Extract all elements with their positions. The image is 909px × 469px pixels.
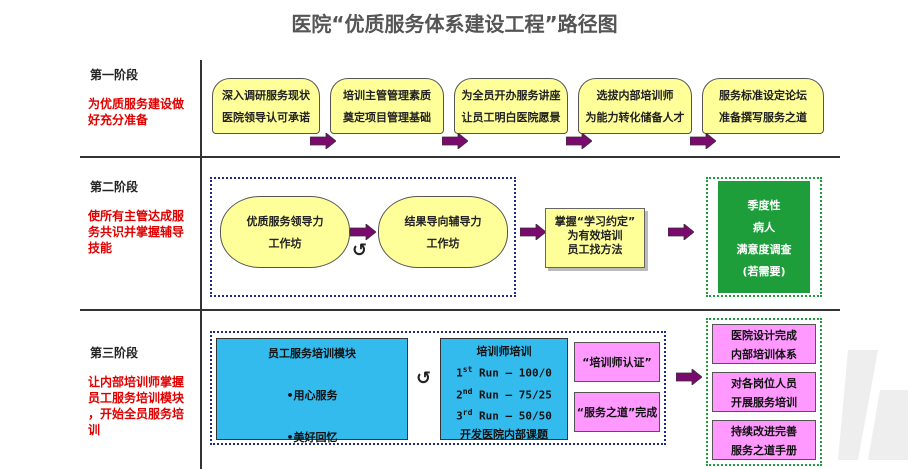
phase3-manual-complete: “服务之道”完成	[574, 392, 660, 432]
arrow-right-icon	[442, 133, 468, 149]
result-line: 对各岗位人员	[731, 377, 797, 390]
phase3-result-3: 持续改进完善 服务之道手册	[712, 420, 816, 460]
arrow-right-icon	[668, 224, 694, 240]
step-line: 深入调研服务现状	[222, 89, 310, 102]
result-line: 开展服务培训	[731, 396, 797, 409]
page-title: 医院“优质服务体系建设工程”路径图	[291, 12, 618, 36]
phase2-survey-frame	[706, 177, 822, 297]
phase2-workshop-coaching: 结果导向辅导力 工作坊	[378, 196, 508, 268]
column-divider	[200, 60, 202, 469]
result-line: 服务之道手册	[731, 444, 797, 457]
run-ordinal-suffix: nd	[462, 386, 473, 396]
phase3-desc-line: 让内部培训师掌握	[88, 375, 185, 389]
step-line: 培训主管管理素质	[343, 89, 431, 102]
survey-line: 病人	[753, 221, 775, 234]
step-line: 奠定项目管理基础	[343, 111, 431, 124]
step-line: 服务标准设定论坛	[719, 89, 807, 102]
phase1-step-2: 培训主管管理素质 奠定项目管理基础	[330, 78, 444, 134]
run-ordinal-suffix: rd	[462, 408, 473, 418]
run-ordinal: 1	[456, 366, 463, 380]
phase3-results-frame	[706, 318, 822, 466]
phase2-learning-note: 掌握“学习约定” 为有效培训 员工找方法	[545, 208, 645, 268]
phase3-desc-line: 员工服务培训模块	[88, 391, 185, 405]
result-line: 医院设计完成	[731, 329, 797, 342]
row-divider-1	[80, 156, 840, 158]
result-line: 内部培训体系	[731, 348, 797, 361]
step-line: 医院领导认可承诺	[222, 111, 310, 124]
result-line: 持续改进完善	[731, 425, 797, 438]
cycle-icon: ↺	[416, 368, 432, 389]
phase1-step-5: 服务标准设定论坛 准备撰写服务之道	[702, 78, 824, 134]
phase1-desc-line: 好充分准备	[88, 113, 149, 127]
phase2-workshop-leadership: 优质服务领导力 工作坊	[220, 196, 350, 268]
row-divider-2	[80, 309, 840, 311]
module-title: 员工服务培训模块	[268, 347, 356, 360]
arrow-right-icon	[350, 224, 376, 240]
phase2-desc-line: 务共识并掌握辅导	[88, 225, 185, 239]
phase1-description: 为优质服务建设做 好充分准备	[88, 96, 200, 128]
step-line: 让员工明白医院愿景	[461, 111, 561, 124]
phase1-step-3: 为全员开办服务讲座 让员工明白医院愿景	[454, 78, 568, 134]
phase3-training-frame	[210, 331, 666, 445]
trainer-run-2: 2nd Run – 75/25	[441, 383, 567, 405]
workshop-line: 优质服务领导力	[246, 215, 324, 228]
trainer-footer: 开发医院内部课题	[460, 427, 548, 441]
step-line: 为全员开办服务讲座	[461, 89, 561, 102]
survey-line: 满意度调查	[736, 243, 792, 256]
cycle-icon: ↺	[352, 240, 368, 261]
phase2-desc-line: 使所有主管达成服	[88, 209, 185, 223]
phase2-description: 使所有主管达成服 务共识并掌握辅导 技能	[88, 208, 200, 256]
phase2-survey-box: 季度性 病人 满意度调查 (若需要)	[718, 181, 810, 293]
phase1-step-4: 选拔内部培训师 为能力转化储备人才	[578, 78, 692, 134]
run-text: Run – 50/50	[472, 409, 552, 423]
run-text: Run – 75/25	[472, 388, 552, 402]
survey-line: (若需要)	[742, 265, 786, 278]
phase3-desc-line: 训	[88, 423, 101, 437]
phase3-description: 让内部培训师掌握 员工服务培训模块 ，开始全员服务培 训	[88, 374, 200, 438]
arrow-right-icon	[520, 224, 546, 240]
phase2-label: 第二阶段	[90, 180, 139, 194]
phase1-step-1: 深入调研服务现状 医院领导认可承诺	[212, 78, 320, 134]
workshop-line: 工作坊	[426, 237, 460, 250]
phase3-trainer-box: 培训师培训 1st Run – 100/0 2nd Run – 75/25 3r…	[440, 338, 568, 441]
phase1-label: 第一阶段	[90, 68, 139, 82]
phase3-result-1: 医院设计完成 内部培训体系	[712, 324, 816, 364]
survey-line: 季度性	[747, 199, 781, 212]
arrow-right-icon	[676, 369, 702, 385]
trainer-run-1: 1st Run – 100/0	[441, 361, 567, 383]
phase2-workshop-frame	[210, 177, 516, 297]
phase2-desc-line: 技能	[88, 241, 113, 255]
trainer-run-3: 3rd Run – 50/50	[441, 404, 567, 426]
note-line: 掌握“学习约定”	[554, 215, 636, 228]
run-ordinal: 3	[456, 409, 463, 423]
step-line: 选拔内部培训师	[596, 89, 674, 102]
phase3-label: 第三阶段	[90, 346, 139, 360]
run-ordinal: 2	[456, 388, 463, 402]
workshop-line: 结果导向辅导力	[404, 215, 482, 228]
phase3-trainer-certification: “培训师认证”	[574, 342, 660, 382]
step-line: 准备撰写服务之道	[719, 111, 807, 124]
arrow-right-icon	[566, 133, 592, 149]
arrow-right-icon	[310, 133, 336, 149]
watermark-shape	[838, 330, 908, 464]
phase3-result-2: 对各岗位人员 开展服务培训	[712, 372, 816, 412]
workshop-line: 工作坊	[268, 237, 302, 250]
arrow-right-icon	[690, 133, 716, 149]
run-text: Run – 100/0	[472, 366, 552, 380]
step-line: 为能力转化储备人才	[585, 111, 685, 124]
module-item: •用心服务	[286, 389, 338, 402]
note-line: 员工找方法	[567, 243, 623, 256]
phase3-desc-line: ，开始全员服务培	[88, 407, 185, 421]
run-ordinal-suffix: st	[462, 365, 473, 374]
module-item: •美好回忆	[286, 431, 338, 444]
phase3-module-box: 员工服务培训模块 •用心服务 •美好回忆	[216, 338, 408, 444]
note-line: 为有效培训	[567, 229, 623, 242]
trainer-title: 培训师培训	[476, 345, 532, 358]
phase1-desc-line: 为优质服务建设做	[88, 97, 185, 111]
